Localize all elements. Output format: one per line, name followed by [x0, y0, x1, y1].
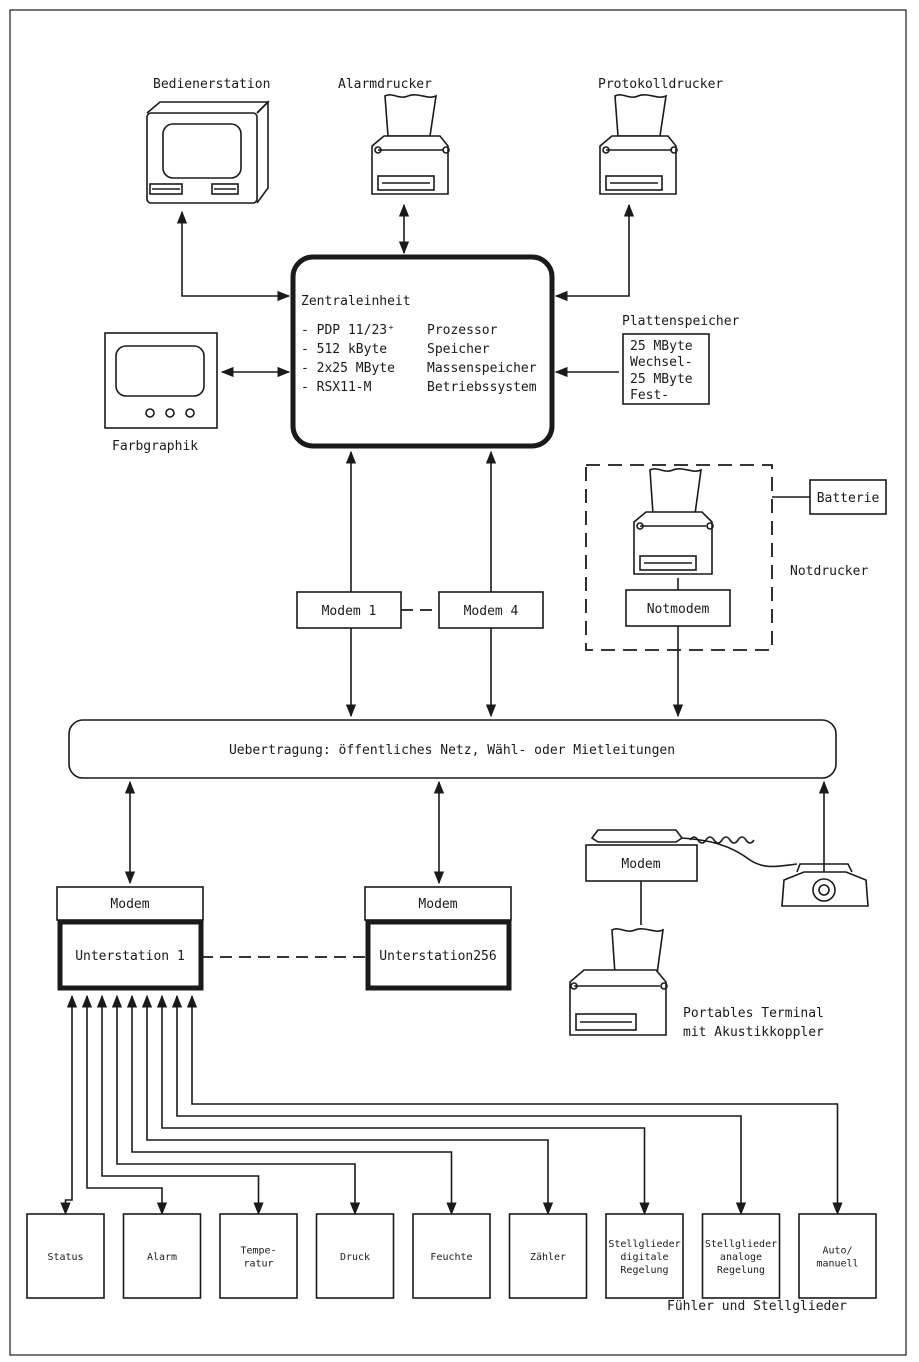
acoustic-coupler-handset-icon	[590, 829, 798, 868]
field-device-box: Feuchte	[412, 1213, 491, 1299]
transmission-network-box	[68, 719, 837, 779]
field-device-label: Zähler	[530, 1252, 566, 1263]
field-device-box: Druck	[315, 1213, 395, 1299]
field-device-frame	[508, 1213, 588, 1299]
field-device-frame	[26, 1213, 105, 1299]
portable-terminal-label: Portables Terminal	[683, 1006, 824, 1021]
disk-storage-label: Plattenspeicher	[622, 314, 740, 329]
log-printer-label: Protokolldrucker	[598, 77, 723, 92]
field-device-label: Stellglieder	[705, 1239, 777, 1250]
field-device-frame	[412, 1213, 491, 1299]
field-wire	[60, 994, 78, 1216]
link-log-printer	[554, 203, 635, 302]
field-device-label: Auto/	[822, 1246, 852, 1257]
field-device-label: Alarm	[147, 1252, 177, 1263]
modem-4-label: Modem 4	[464, 604, 519, 619]
cpu-spec-item: - 2x25 MByte	[301, 361, 395, 376]
cpu-spec-desc: Massenspeicher	[427, 361, 537, 376]
emergency-modem-label: Notmodem	[647, 602, 710, 617]
field-wire	[81, 994, 168, 1216]
disk-line: Fest-	[630, 388, 669, 403]
disk-line: 25 MByte	[630, 339, 693, 354]
field-wire	[96, 994, 264, 1216]
substation-256-modem-label: Modem	[418, 897, 457, 912]
cpu-spec-desc: Betriebssystem	[427, 380, 537, 395]
modem-1-label: Modem 1	[322, 604, 377, 619]
field-devices-row: Status Alarm Tempe-ratur Druck Feuchte Zähler…	[26, 1213, 877, 1299]
disk-storage-box	[622, 333, 710, 405]
transmission-network-label: Uebertragung: öffentliches Netz, Wähl- o…	[229, 743, 675, 758]
emergency-printer-label: Notdrucker	[790, 564, 868, 579]
alarm-printer-icon	[371, 94, 450, 195]
field-device-label: Regelung	[620, 1265, 668, 1276]
field-device-box: Zähler	[508, 1213, 588, 1299]
cpu-spec-desc: Prozessor	[427, 323, 498, 338]
link-operator-station	[176, 210, 291, 302]
field-wire	[126, 994, 457, 1216]
field-device-label: analoge	[720, 1252, 762, 1263]
portable-terminal-label: mit Akustikkoppler	[683, 1025, 824, 1040]
field-device-wiring	[60, 994, 843, 1216]
cpu-spec-desc: Speicher	[427, 342, 490, 357]
emergency-modem-box	[625, 589, 731, 627]
field-device-label: ratur	[243, 1259, 273, 1270]
emergency-printer-frame	[585, 464, 773, 651]
field-device-frame	[701, 1213, 781, 1299]
color-graphics-label: Farbgraphik	[112, 439, 198, 454]
field-device-label: Tempe-	[240, 1246, 276, 1257]
field-wire	[111, 994, 361, 1216]
field-device-label: Druck	[340, 1252, 370, 1263]
modem-4-box	[438, 591, 544, 629]
substation-256-modem-box	[364, 886, 512, 921]
cpu-spec-item: - 512 kByte	[301, 342, 387, 357]
disk-line: Wechsel-	[630, 355, 693, 370]
field-wire	[141, 994, 554, 1216]
substation-256-box	[365, 919, 512, 991]
alarm-printer-label: Alarmdrucker	[338, 77, 432, 92]
disk-line: 25 MByte	[630, 372, 693, 387]
field-device-frame	[122, 1213, 202, 1299]
operator-station-label: Bedienerstation	[153, 77, 270, 92]
cpu-spec-item: - RSX11-M	[301, 380, 372, 395]
color-graphics-monitor-icon	[104, 332, 218, 429]
field-device-label: Regelung	[717, 1265, 765, 1276]
field-device-box: Status	[26, 1213, 105, 1299]
emergency-printer-icon	[633, 468, 714, 575]
central-unit-box	[290, 254, 555, 449]
substation-1-modem-label: Modem	[110, 897, 149, 912]
field-device-label: digitale	[620, 1252, 668, 1263]
log-printer-icon	[599, 94, 678, 195]
telephone-icon	[781, 863, 869, 907]
portable-printer-icon	[569, 928, 668, 1036]
cpu-spec-item: - PDP 11/23⁺	[301, 323, 395, 338]
field-device-label: Stellglieder	[608, 1239, 680, 1250]
field-device-label: Feuchte	[430, 1252, 472, 1263]
portable-modem-label: Modem	[621, 857, 660, 872]
field-device-box: Alarm	[122, 1213, 202, 1299]
page-frame	[9, 9, 907, 1356]
battery-box	[809, 479, 887, 515]
sensors-actuators-caption: Fühler und Stellglieder	[667, 1299, 847, 1314]
field-device-frame	[605, 1213, 684, 1299]
field-device-frame	[219, 1213, 298, 1299]
battery-label: Batterie	[817, 491, 880, 506]
computer-terminal-icon	[146, 100, 270, 204]
field-device-label: manuell	[816, 1259, 858, 1270]
field-device-label: Status	[47, 1252, 83, 1263]
central-unit-title: Zentraleinheit	[301, 294, 411, 309]
field-wire	[186, 994, 843, 1216]
substation-256-label: Unterstation256	[379, 949, 496, 964]
substation-1-box	[57, 919, 204, 991]
field-device-frame	[315, 1213, 395, 1299]
field-device-frame	[798, 1213, 877, 1299]
substation-1-label: Unterstation 1	[75, 949, 185, 964]
substation-1-modem-box	[56, 886, 204, 921]
field-device-box: Auto/manuell	[798, 1213, 877, 1299]
field-device-box: Tempe-ratur	[219, 1213, 298, 1299]
